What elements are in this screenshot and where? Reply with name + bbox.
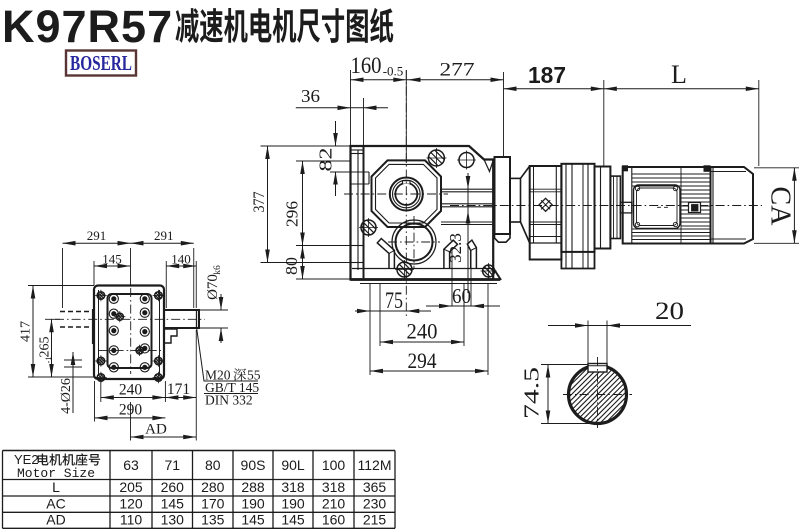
svg-text:140: 140 [171,252,191,267]
svg-text:160: 160 [322,512,346,528]
svg-text:120: 120 [119,496,143,512]
svg-text:63: 63 [123,457,139,473]
svg-text:AC: AC [46,496,65,512]
svg-text:GB/T 145: GB/T 145 [205,380,259,395]
svg-text:-0.5: -0.5 [383,64,404,79]
svg-text:280: 280 [201,479,225,495]
svg-text:190: 190 [281,496,305,512]
svg-text:-1: -1 [44,357,53,364]
svg-text:90S: 90S [241,457,266,473]
svg-text:Ø70: Ø70 [205,274,221,300]
svg-text:318: 318 [322,479,346,495]
svg-text:145: 145 [281,512,305,528]
svg-text:L: L [671,60,687,89]
svg-text:74.5: 74.5 [520,367,544,419]
svg-text:BOSERL: BOSERL [70,51,132,75]
svg-text:291: 291 [87,228,107,243]
svg-text:145: 145 [241,512,265,528]
svg-text:AD: AD [46,512,65,528]
svg-text:60: 60 [452,284,471,308]
svg-text:145: 145 [161,496,185,512]
svg-text:215: 215 [363,512,387,528]
svg-text:AD: AD [145,422,167,438]
svg-text:M20: M20 [205,368,231,383]
svg-text:130: 130 [161,512,185,528]
svg-text:4-Ø26: 4-Ø26 [59,378,74,414]
svg-text:100: 100 [322,457,346,473]
svg-text:417: 417 [19,321,34,342]
svg-text:377: 377 [251,192,268,213]
svg-text:205: 205 [119,479,143,495]
svg-text:294: 294 [408,348,437,373]
svg-text:L: L [52,479,60,495]
svg-text:265: 265 [38,337,53,358]
svg-text:32.3: 32.3 [446,233,465,263]
svg-text:K97R57: K97R57 [2,1,173,52]
svg-text:210: 210 [322,496,346,512]
svg-text:71: 71 [164,457,180,473]
svg-text:20: 20 [655,298,684,325]
svg-text:55: 55 [247,368,261,383]
svg-text:145: 145 [102,252,122,267]
svg-text:240: 240 [119,382,143,399]
svg-text:277: 277 [440,60,475,81]
svg-text:112M: 112M [358,457,392,473]
svg-text:365: 365 [363,479,387,495]
svg-text:80: 80 [205,457,221,473]
svg-text:YE2: YE2 [14,452,39,467]
svg-text:296: 296 [283,201,302,227]
svg-text:k6: k6 [213,265,223,275]
svg-text:291: 291 [154,228,174,243]
svg-text:171: 171 [167,381,190,398]
svg-text:36: 36 [301,86,320,106]
svg-text:75: 75 [385,288,403,313]
svg-text:288: 288 [241,479,265,495]
svg-text:187: 187 [528,62,566,88]
svg-text:80: 80 [282,257,301,275]
svg-text:Motor Size: Motor Size [17,466,95,481]
svg-text:DIN 332: DIN 332 [205,393,253,408]
svg-text:240: 240 [407,319,438,344]
svg-text:110: 110 [120,512,143,528]
svg-text:260: 260 [161,479,185,495]
svg-text:82: 82 [316,148,336,172]
svg-text:CA: CA [765,187,796,227]
svg-text:230: 230 [363,496,387,512]
svg-text:170: 170 [201,496,225,512]
svg-text:90L: 90L [281,457,305,473]
svg-text:135: 135 [201,512,225,528]
svg-text:160: 160 [351,53,382,78]
svg-text:190: 190 [241,496,265,512]
svg-text:318: 318 [281,479,305,495]
